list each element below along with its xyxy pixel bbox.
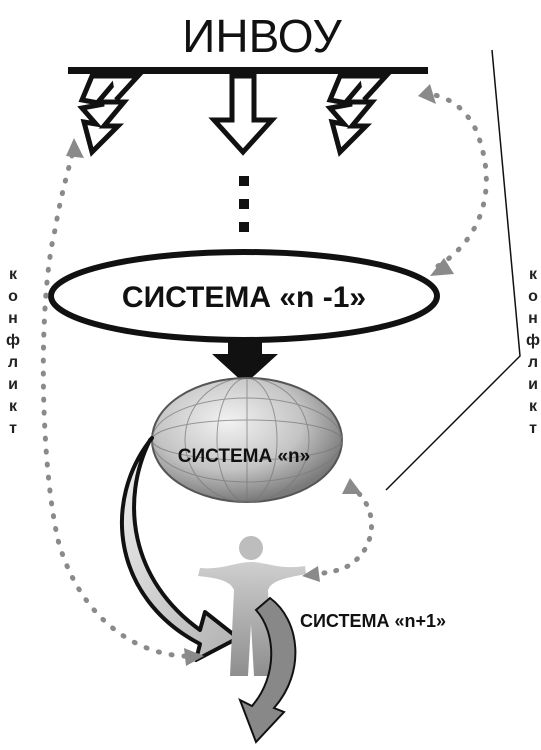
inner-loop-arrowhead-icon: [342, 478, 362, 494]
right-letter: о: [528, 288, 538, 305]
right-letter: и: [528, 376, 538, 393]
right-letter: т: [529, 420, 537, 437]
left-letter: к: [8, 266, 17, 283]
system-current-label: СИСТЕМА «n»: [178, 446, 310, 467]
left-letter: к: [8, 398, 17, 415]
dark-down-arrow-icon: [212, 340, 278, 384]
right-letter: к: [528, 398, 537, 415]
left-letter: и: [8, 376, 18, 393]
inner-loop-end-arrowhead-icon: [302, 566, 320, 582]
right-loop-start-arrowhead-icon: [430, 258, 454, 276]
globe-system-node: СИСТЕМА «n»: [151, 377, 343, 503]
right-loop-arrowhead-icon: [418, 84, 436, 104]
right-zigzag-arrow-icon: [325, 73, 392, 157]
human-figure-icon: [198, 536, 306, 676]
right-letter: н: [528, 310, 538, 327]
left-letter: л: [7, 354, 19, 371]
left-letter: т: [9, 420, 17, 437]
exit-down-arrow-icon: [238, 596, 297, 744]
left-zigzag-arrow-icon: [77, 73, 144, 157]
right-connector-line: [385, 49, 521, 491]
system-prev-label: СИСТЕМА «n -1»: [122, 281, 366, 314]
ellipsis-dots: [239, 176, 249, 232]
right-conflict-label: к о н ф л и к т: [522, 264, 541, 440]
inner-conflict-loop: [302, 478, 374, 582]
input-bar: [68, 67, 428, 74]
left-conflict-label: к о н ф л и к т: [2, 264, 24, 440]
system-prev-node: СИСТЕМА «n -1»: [48, 249, 440, 343]
left-loop-start-arrowhead-icon: [184, 648, 204, 666]
right-letter: к: [528, 266, 537, 283]
center-down-arrow-icon: [208, 73, 278, 156]
title-text: ИНВОУ: [182, 10, 342, 62]
left-letter: н: [8, 310, 18, 327]
left-loop-arrowhead-icon: [66, 138, 84, 158]
left-letter: ф: [6, 332, 20, 349]
right-letter: л: [527, 354, 539, 371]
right-conflict-loop: [418, 84, 489, 276]
right-letter: ф: [526, 332, 540, 349]
left-conflict-loop: [40, 138, 204, 666]
system-next-label: СИСТЕМА «n+1»: [300, 611, 446, 631]
left-letter: о: [8, 288, 18, 305]
